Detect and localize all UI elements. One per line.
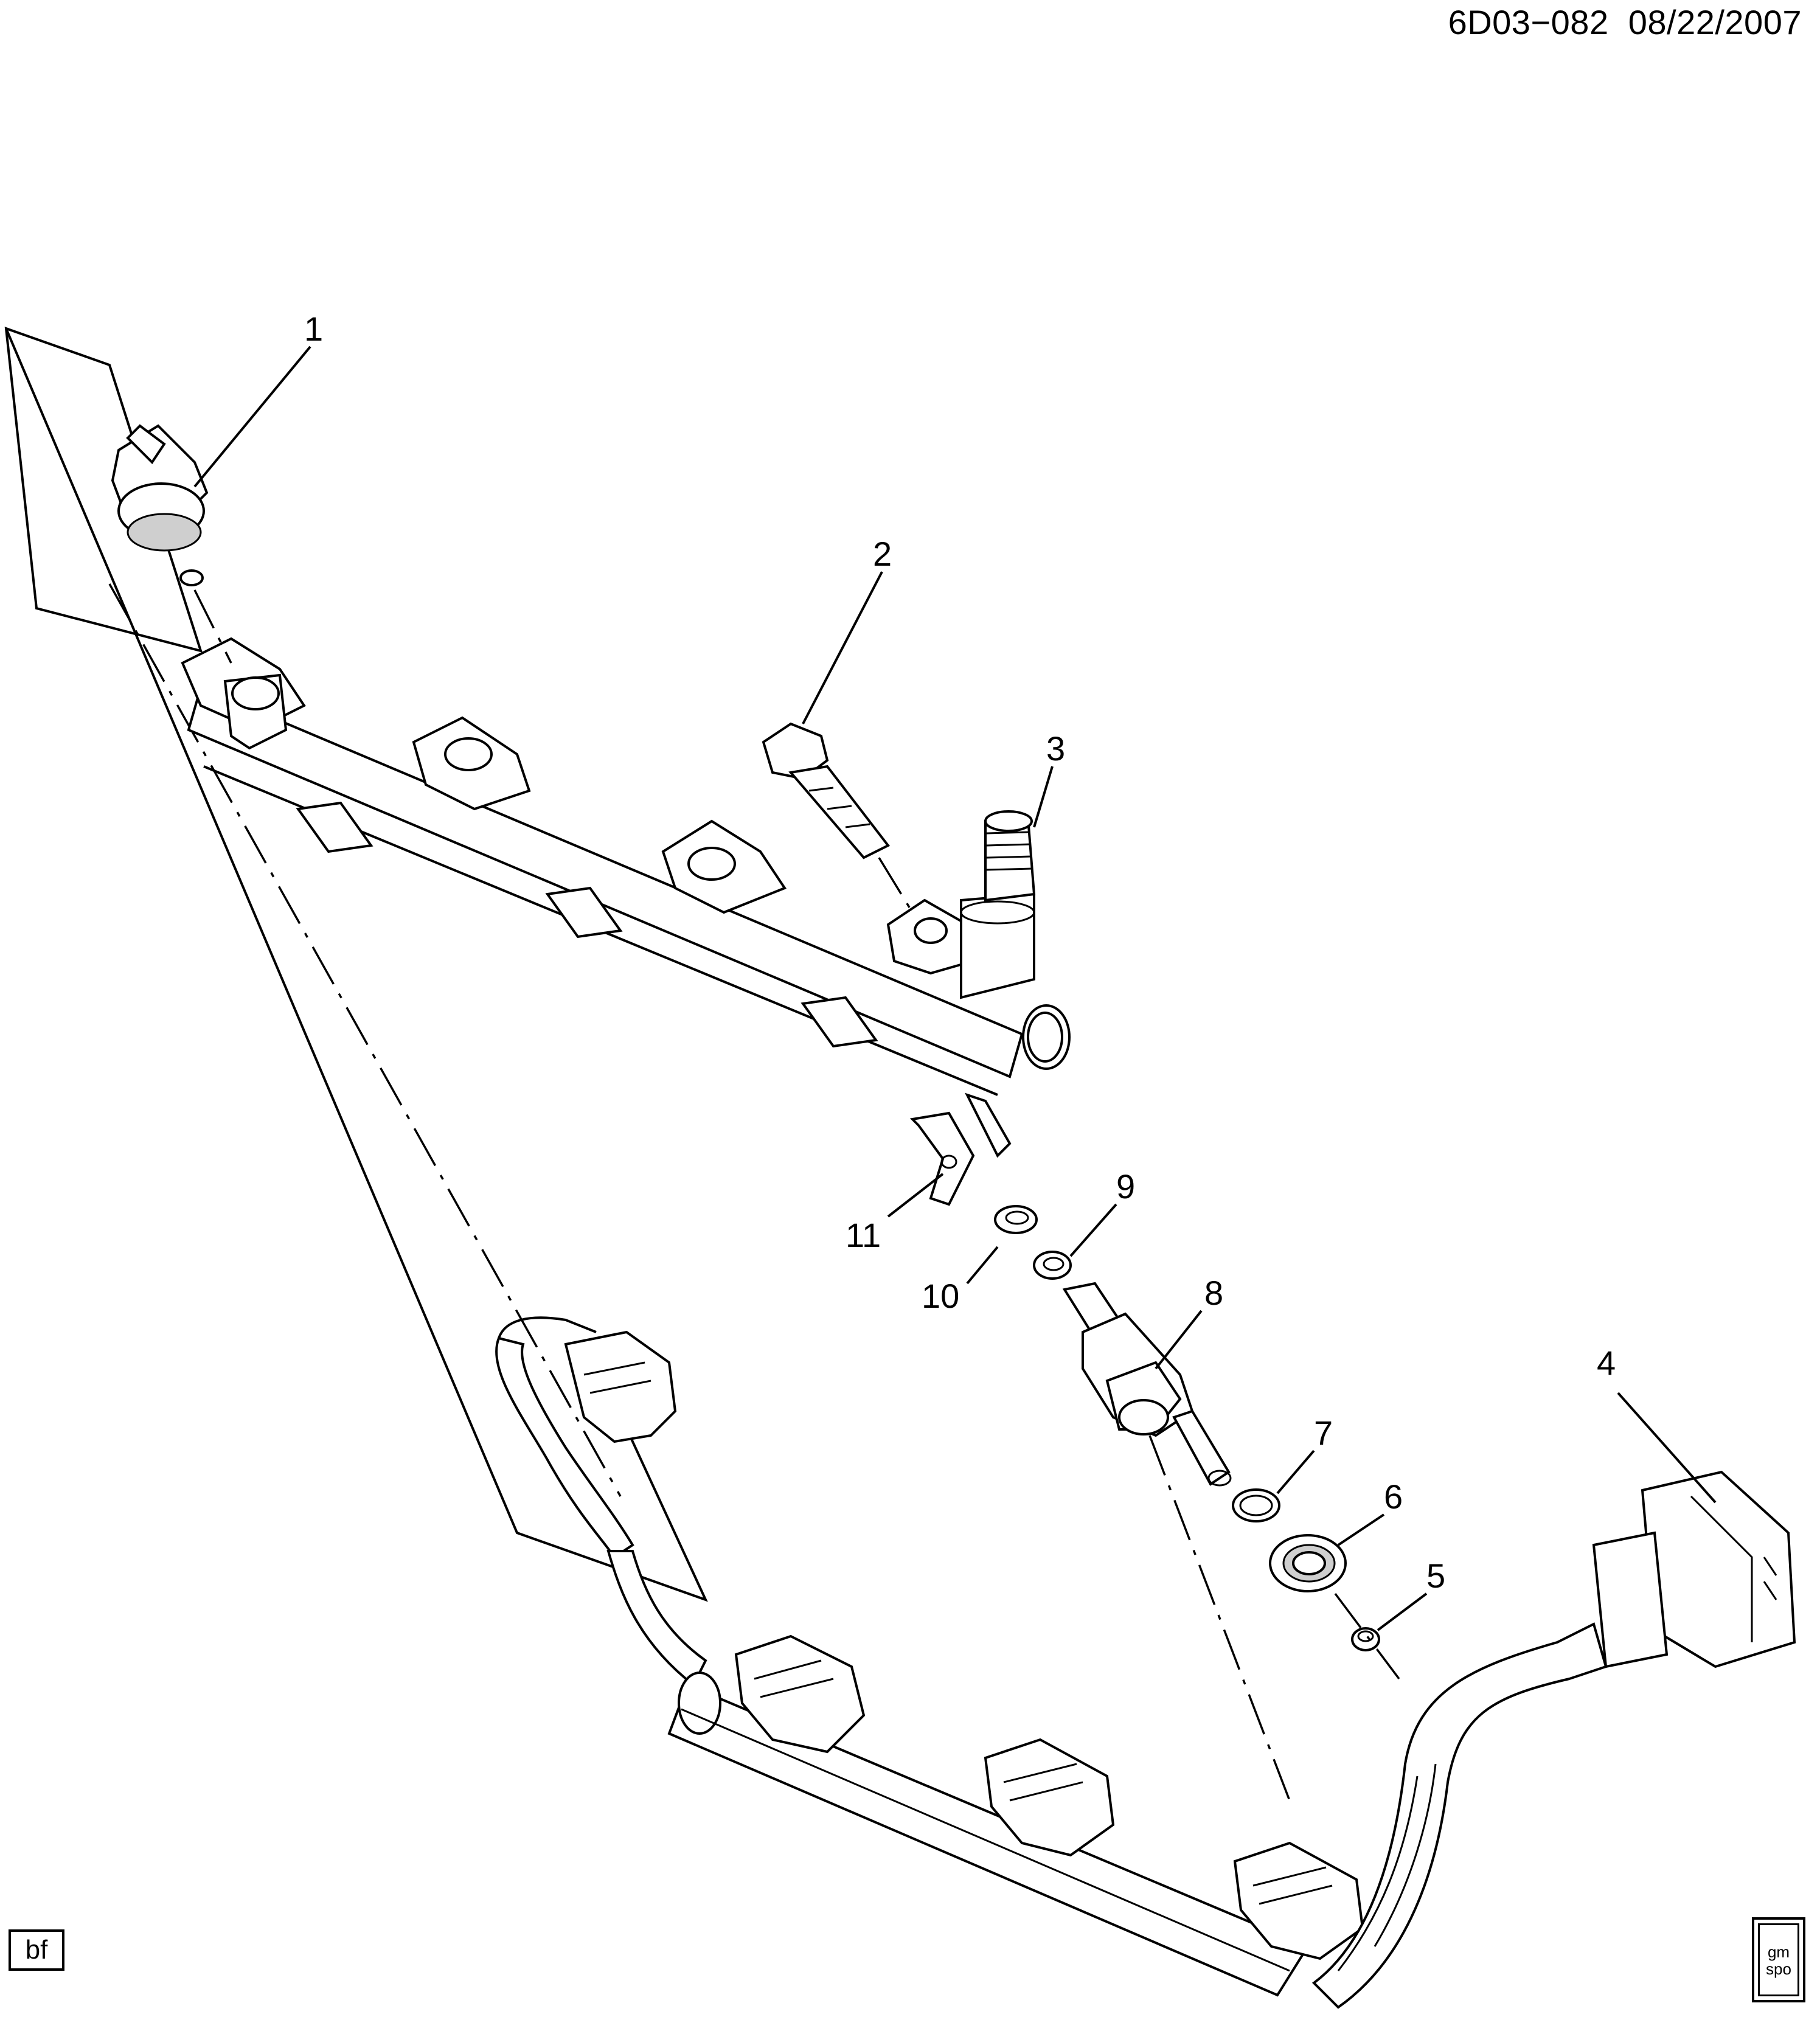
fuel-rail-fitting — [960, 810, 1036, 999]
callout-6: 6 — [1384, 1477, 1403, 1516]
callout-11: 11 — [846, 1216, 881, 1254]
logo-text-top: gm — [1767, 1943, 1790, 1961]
upper-o-ring — [1033, 1251, 1072, 1280]
washer — [994, 1205, 1038, 1234]
logo-inner: gm spo — [1758, 1923, 1799, 1996]
callout-5: 5 — [1426, 1557, 1445, 1595]
assembly-leader-line-left — [4, 327, 203, 653]
callout-leaders — [193, 345, 1717, 1631]
callout-2: 2 — [873, 535, 892, 573]
retaining-clip — [909, 1092, 1012, 1206]
logo-text-bottom: spo — [1766, 1960, 1791, 1978]
callout-1: 1 — [304, 310, 323, 348]
document-date: 08/22/2007 — [1628, 3, 1802, 41]
fuel-rail — [181, 637, 1071, 1096]
callout-4: 4 — [1597, 1344, 1616, 1382]
fuel-pressure-sensor — [111, 424, 232, 664]
corner-code: bf — [25, 1935, 48, 1965]
fuel-injector — [1062, 1282, 1291, 1801]
document-id-and-date: 6D03−082 08/22/2007 — [1448, 2, 1802, 42]
corner-code-box: bf — [9, 1929, 64, 1971]
callout-8: 8 — [1204, 1274, 1223, 1312]
assembly-frame-line — [5, 328, 708, 1602]
injector-cap — [1334, 1592, 1400, 1680]
bolt — [762, 722, 914, 913]
callout-10: 10 — [922, 1277, 959, 1315]
injector-wiring-harness — [495, 1316, 1796, 2009]
gm-spo-logo: gm spo — [1752, 1917, 1805, 2002]
callout-9: 9 — [1116, 1167, 1135, 1206]
callout-7: 7 — [1314, 1414, 1333, 1452]
assembly-leader-line — [108, 583, 622, 1497]
document-id: 6D03−082 — [1448, 3, 1609, 41]
callout-3: 3 — [1046, 729, 1065, 768]
injector-seal — [1269, 1534, 1347, 1592]
lower-o-ring — [1232, 1488, 1280, 1522]
